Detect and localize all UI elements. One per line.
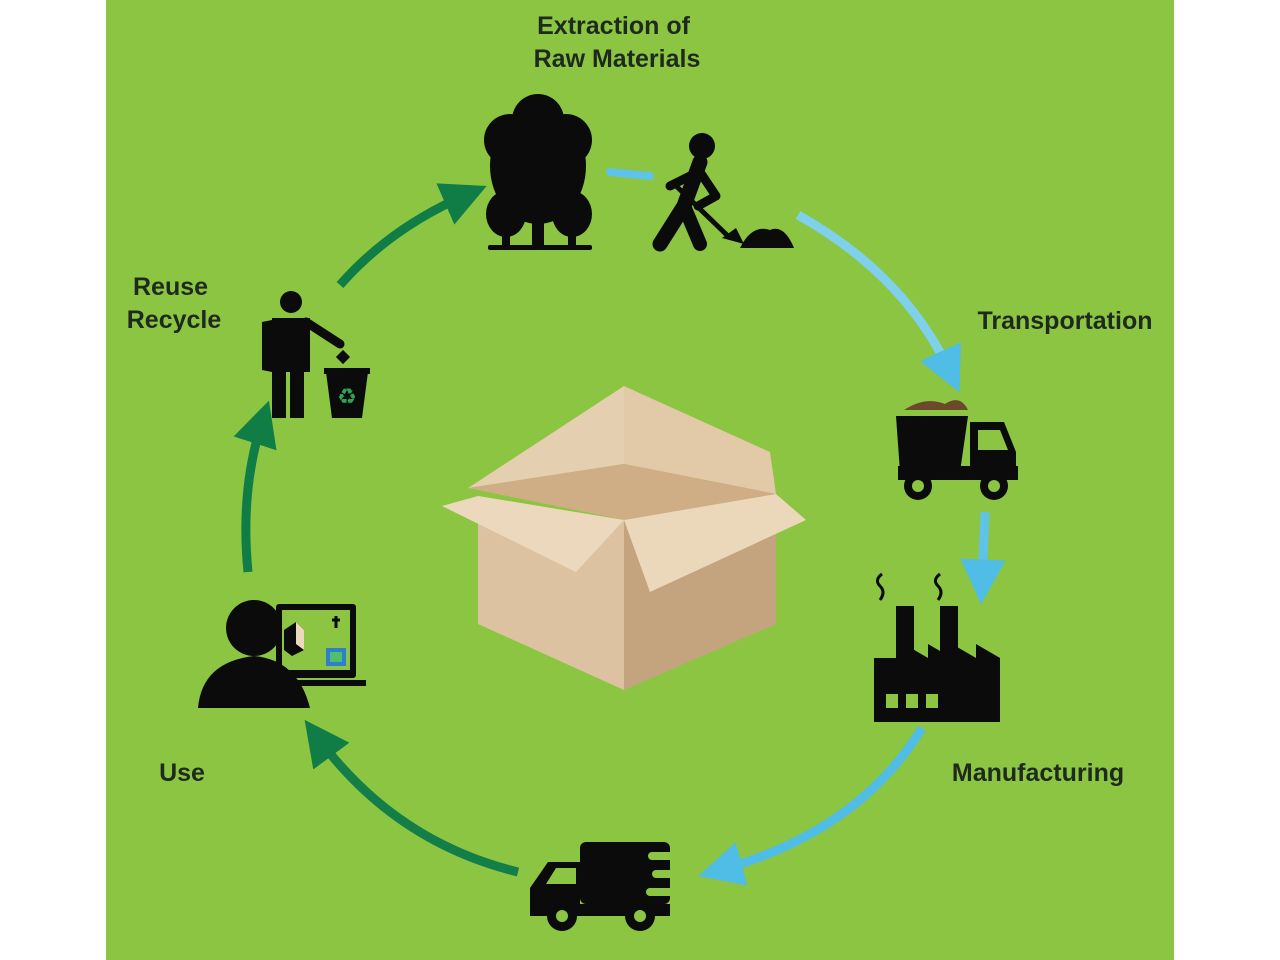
tree-icon [484,94,592,250]
arrow-extraction-to-transportation [795,211,961,393]
label-reuse-recycle: Reuse Recycle [127,273,222,334]
label-manufacturing-line-1: Manufacturing [952,759,1124,787]
factory-icon [874,572,1000,722]
label-transportation: Transportation [977,307,1152,335]
arrow-reuse-to-extraction [336,183,487,288]
arrow-use-to-reuse [233,400,277,573]
box-back-right-flap [624,386,776,494]
label-manufacturing: Manufacturing [952,759,1124,787]
box-right-flap [624,494,806,592]
box-left-flap [442,496,624,572]
open-cardboard-box-icon [442,386,806,690]
cycle-arrows [233,168,1006,886]
label-reuse-line-1: Reuse [133,273,208,301]
user-at-computer-icon [198,600,366,708]
label-extraction: Extraction of Raw Materials [534,12,701,73]
arrow-transportation-to-manufacturing [960,511,1006,605]
box-back-left-flap [468,386,624,488]
label-extraction-line-2: Raw Materials [534,45,701,73]
label-transportation-line-1: Transportation [977,307,1152,335]
label-extraction-line-1: Extraction of [537,12,690,40]
box-inside [468,464,776,520]
digging-worker-icon [652,133,794,252]
person-recycling-icon: ♻ [262,291,370,418]
label-use: Use [159,759,205,787]
label-reuse-line-2: Recycle [127,306,222,334]
label-use-line-1: Use [159,759,205,787]
arrow-distribution-to-use [304,719,520,877]
dump-truck-icon [896,400,1018,500]
arrow-manufacturing-to-distribution [698,725,926,886]
svg-text:♻: ♻ [337,385,357,410]
delivery-truck-icon [530,842,698,931]
arrow-tree-to-worker [606,168,654,180]
